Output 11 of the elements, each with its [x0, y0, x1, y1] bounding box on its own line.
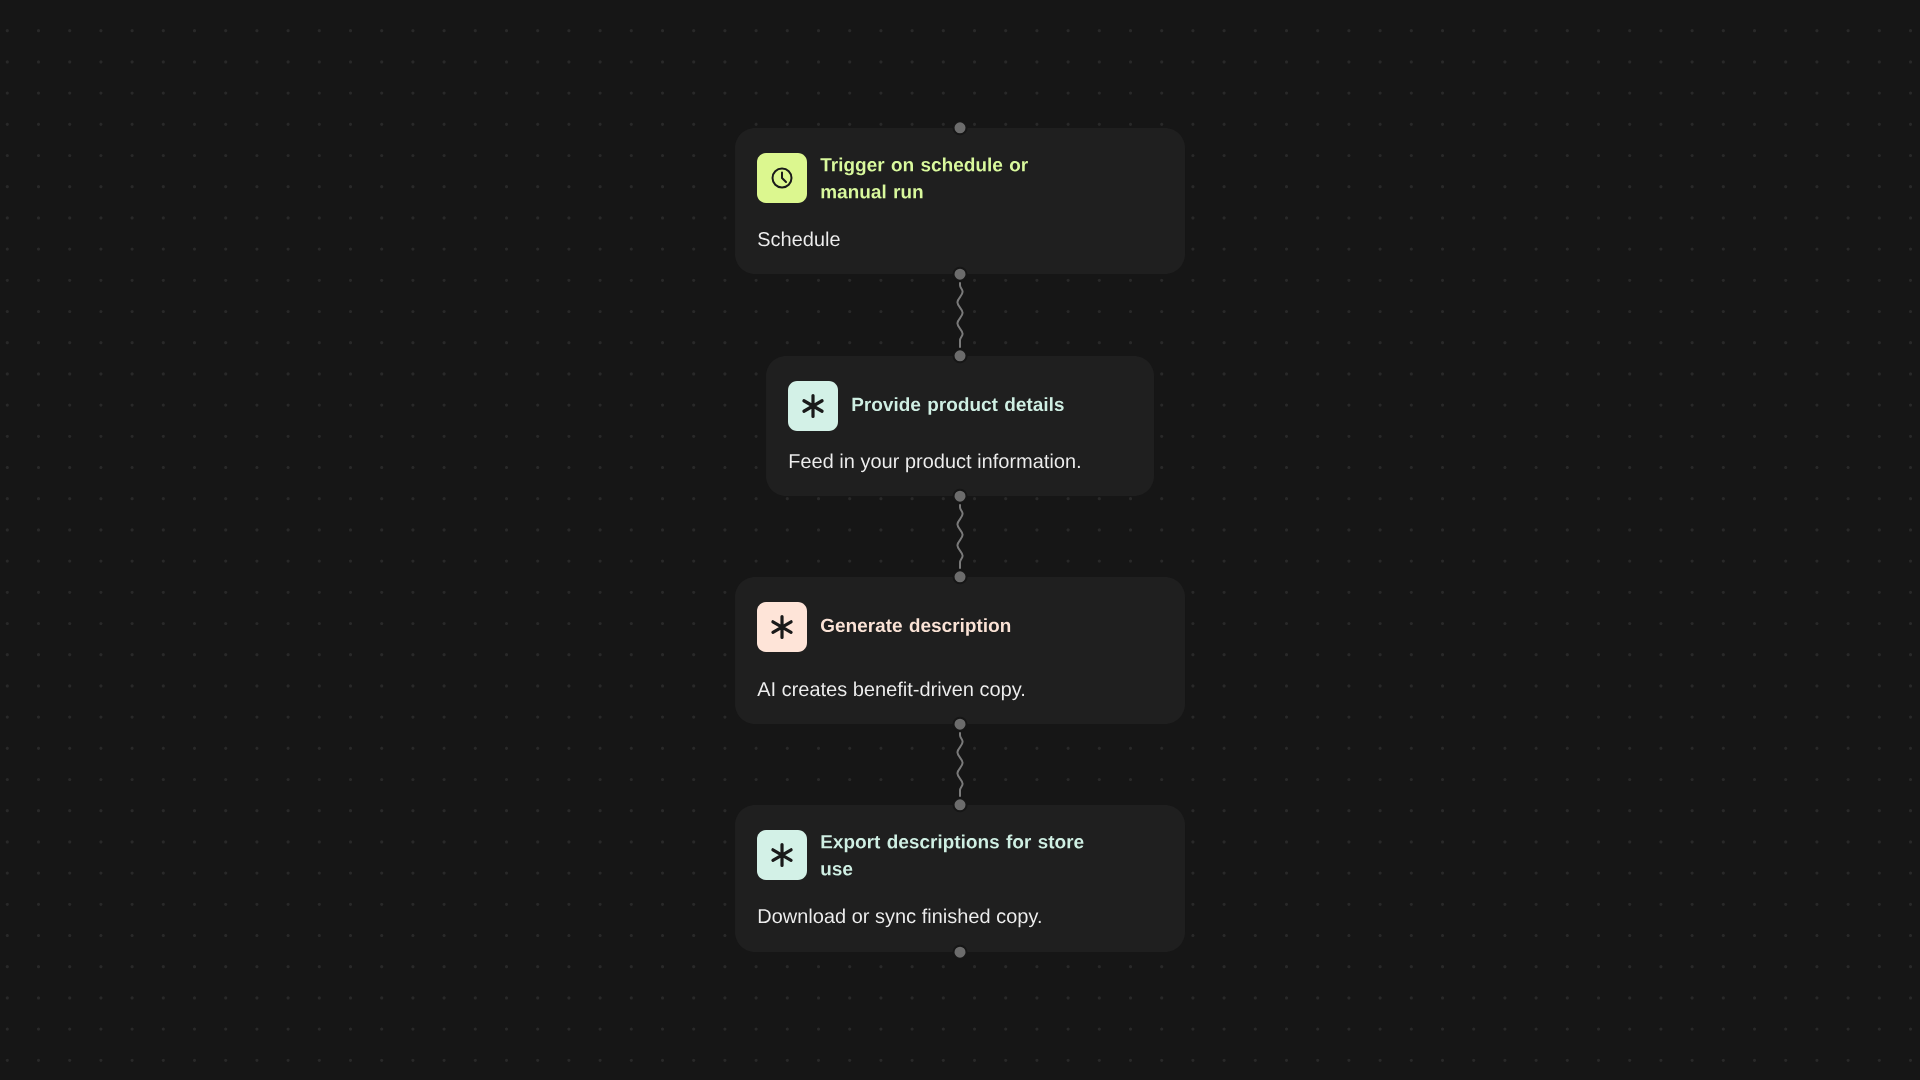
step-title: Provide product details: [852, 397, 1064, 415]
connector-line: [956, 503, 964, 570]
step-title: Trigger on schedule or manual run: [820, 157, 1028, 199]
step-description: Schedule: [758, 231, 840, 247]
step-description: Download or sync finished copy.: [758, 908, 1041, 928]
step-title: Generate description: [821, 618, 1011, 636]
step-description: Feed in your product information.: [789, 453, 1080, 473]
step-title: Export descriptions for store use: [821, 834, 1084, 876]
connector-line: [956, 731, 964, 798]
connector-line: [956, 281, 964, 349]
step-description: AI creates benefit-driven copy.: [757, 681, 1024, 701]
